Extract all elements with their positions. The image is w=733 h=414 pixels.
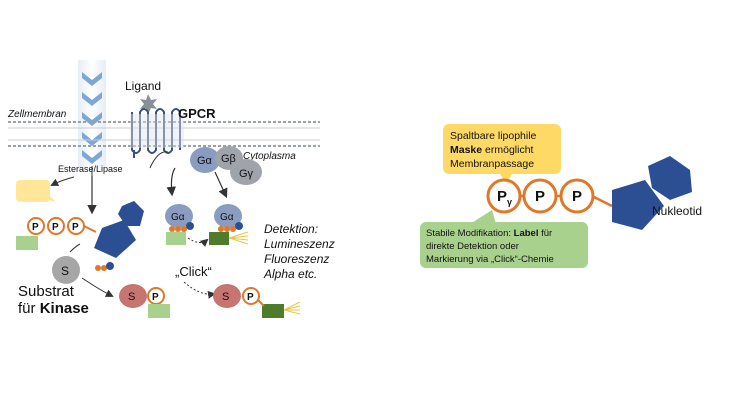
g-alpha-free-dark: [209, 204, 249, 245]
g-alpha-detected-label: Gα: [220, 212, 234, 223]
detection-line4: Alpha etc.: [263, 267, 317, 281]
label-line2: direkte Detektion oder: [426, 241, 519, 252]
substrate-label-line1: Substrat: [18, 283, 75, 300]
substrate-phosphorylated: [119, 284, 147, 308]
p-gamma-label: Pγ: [497, 188, 512, 207]
s-red-label: S: [128, 291, 135, 303]
right-panel: Spaltbare lipophile Maske ermöglicht Mem…: [420, 124, 702, 268]
cell-p3-label: P: [72, 222, 79, 233]
detection-line1: Detektion:: [264, 222, 318, 236]
g-beta-subunit: [215, 146, 243, 170]
s-detected-label: S: [222, 291, 229, 303]
substrate-unphosphorylated: [52, 256, 80, 284]
g-alpha-subunit: [190, 147, 220, 173]
detection-line3: Fluoreszenz: [264, 252, 329, 266]
click-label: „Click“: [175, 264, 212, 279]
mask-line3: Membranpassage: [450, 158, 534, 170]
s-red-p-label: P: [152, 292, 159, 303]
cytoplasm-label: Cytoplasma: [243, 151, 296, 162]
cleaved-mask-blob: [16, 180, 50, 202]
membrane-label: Zellmembran: [7, 109, 67, 120]
right-nucleotide: [486, 156, 692, 230]
p-beta-label: P: [535, 188, 545, 205]
substrate-label-line2: für Kinase: [18, 300, 89, 317]
gpcr-label: GPCR: [178, 106, 216, 121]
label-line1: Stabile Modifikation: Label für: [426, 228, 552, 239]
g-gamma-label: Gγ: [239, 168, 254, 180]
left-panel: Zellmembran Cytoplasma Ligand GPCR Gα Gβ…: [7, 60, 335, 318]
cell-p2-label: P: [52, 222, 59, 233]
p-alpha-label: P: [572, 188, 582, 205]
esterase-label: Esterase/Lipase: [58, 164, 123, 174]
ligand-star-icon: [140, 94, 157, 114]
detection-line2: Lumineszenz: [264, 237, 335, 251]
g-alpha-free-label: Gα: [171, 212, 185, 223]
g-alpha-free-light: [165, 204, 194, 245]
label-line3: Markierung via „Click“-Chemie: [426, 254, 554, 265]
s-detected-p-label: P: [247, 292, 254, 303]
gpcr-receptor: [130, 108, 184, 158]
nucleotide-label: Nukleotid: [652, 204, 702, 218]
ligand-label: Ligand: [125, 79, 161, 93]
membrane-entry-funnel: [78, 60, 106, 168]
substrate-detected: [213, 284, 301, 318]
g-beta-label: Gβ: [221, 153, 236, 165]
mask-line1: Spaltbare lipophile: [450, 130, 537, 142]
cell-p1-label: P: [32, 222, 39, 233]
cell-nucleotide: [16, 201, 144, 258]
mask-line2: Maske ermöglicht: [450, 144, 534, 156]
substrate-gray-label: S: [61, 264, 69, 278]
label-callout: [420, 210, 588, 268]
g-alpha-label: Gα: [197, 155, 213, 167]
